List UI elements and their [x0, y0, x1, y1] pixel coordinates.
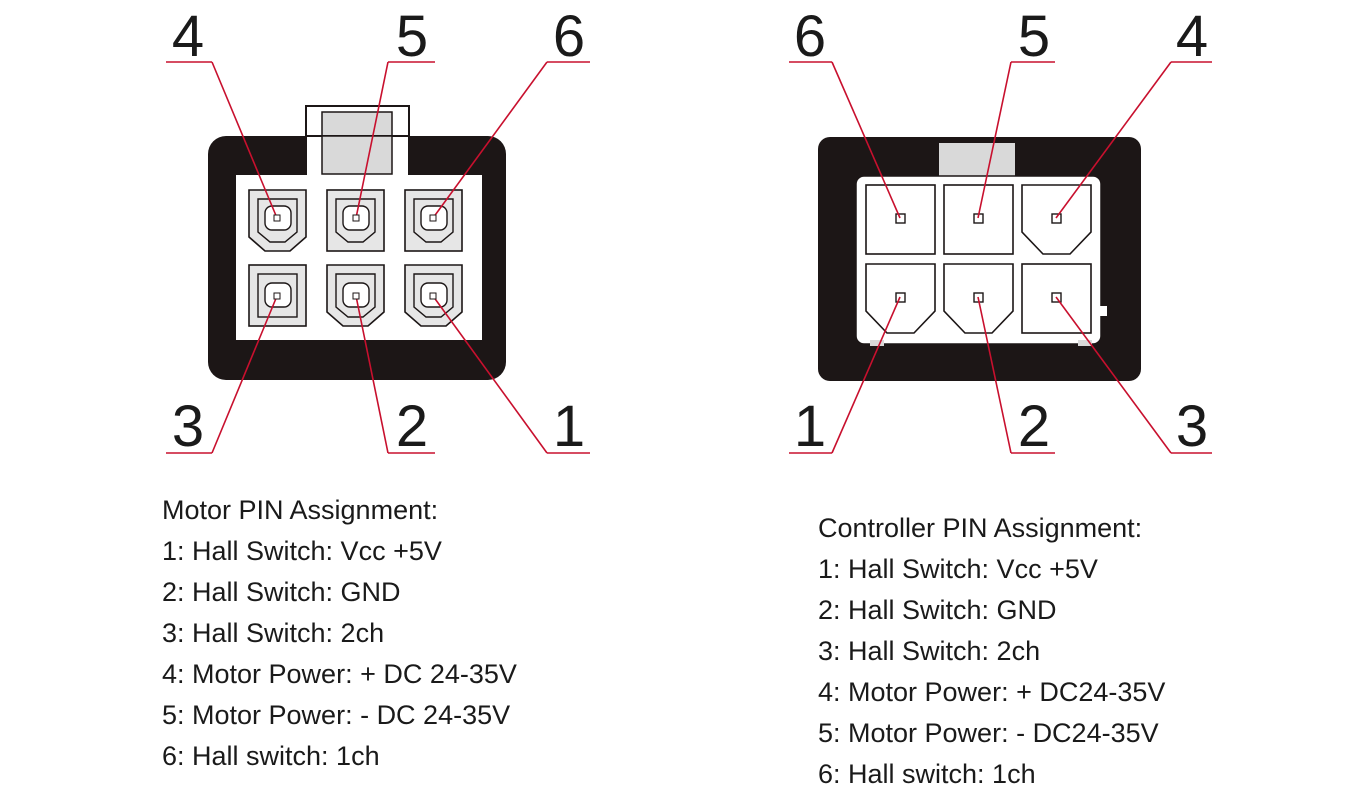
motor-label-top-2: 5	[396, 4, 428, 69]
controller-label-top-3: 4	[1176, 4, 1208, 69]
controller-pin-4	[1021, 184, 1092, 255]
controller-foot-right	[1078, 340, 1092, 346]
controller-assignment-line-6: 6: Hall switch: 1ch	[818, 759, 1036, 789]
motor-assignment-line-1: 1: Hall Switch: Vcc +5V	[162, 536, 442, 566]
motor-label-bottom-2: 2	[396, 394, 428, 459]
motor-assignment-line-3: 3: Hall Switch: 2ch	[162, 618, 385, 648]
controller-pin-1	[865, 263, 936, 334]
motor-assignment-line-5: 5: Motor Power: - DC 24-35V	[162, 700, 511, 730]
controller-pin-assignment: Controller PIN Assignment: 1: Hall Switc…	[818, 508, 1165, 795]
motor-assignment-line-2: 2: Hall Switch: GND	[162, 577, 401, 607]
controller-label-top-1: 6	[794, 4, 826, 69]
controller-assignment-line-2: 2: Hall Switch: GND	[818, 595, 1057, 625]
motor-pin-assignment: Motor PIN Assignment: 1: Hall Switch: Vc…	[162, 490, 517, 777]
controller-assignment-title: Controller PIN Assignment:	[818, 513, 1143, 543]
motor-assignment-line-6: 6: Hall switch: 1ch	[162, 741, 380, 771]
controller-label-bottom-1: 1	[794, 394, 826, 459]
motor-notch-2	[353, 340, 356, 346]
controller-label-bottom-2: 2	[1018, 394, 1050, 459]
controller-connector	[818, 137, 1141, 381]
motor-notch-3	[360, 340, 363, 346]
motor-label-bottom-1: 3	[172, 394, 204, 459]
motor-leader-lines	[166, 61, 590, 454]
controller-label-top-2: 5	[1018, 4, 1050, 69]
controller-foot-left	[870, 340, 884, 346]
controller-leader-lines	[789, 61, 1212, 454]
controller-assignment-line-1: 1: Hall Switch: Vcc +5V	[818, 554, 1098, 584]
controller-assignment-line-3: 3: Hall Switch: 2ch	[818, 636, 1041, 666]
controller-label-bottom-3: 3	[1176, 394, 1208, 459]
motor-latch-clip-lower	[321, 135, 393, 175]
motor-notch-1	[274, 340, 277, 346]
controller-latch	[939, 143, 1015, 177]
controller-assignment-line-5: 5: Motor Power: - DC24-35V	[818, 718, 1159, 748]
controller-assignment-line-4: 4: Motor Power: + DC24-35V	[818, 677, 1166, 707]
motor-label-top-3: 6	[553, 4, 585, 69]
motor-assignment-line-4: 4: Motor Power: + DC 24-35V	[162, 659, 517, 689]
motor-label-top-1: 4	[172, 4, 204, 69]
controller-pin-6	[865, 184, 936, 255]
motor-pin-4	[248, 189, 307, 252]
motor-connector	[208, 105, 506, 380]
motor-label-bottom-3: 1	[553, 394, 585, 459]
controller-side-tab	[1099, 306, 1107, 316]
motor-pin-6	[404, 189, 463, 252]
motor-assignment-title: Motor PIN Assignment:	[162, 495, 439, 525]
controller-pin-5	[943, 184, 1014, 255]
